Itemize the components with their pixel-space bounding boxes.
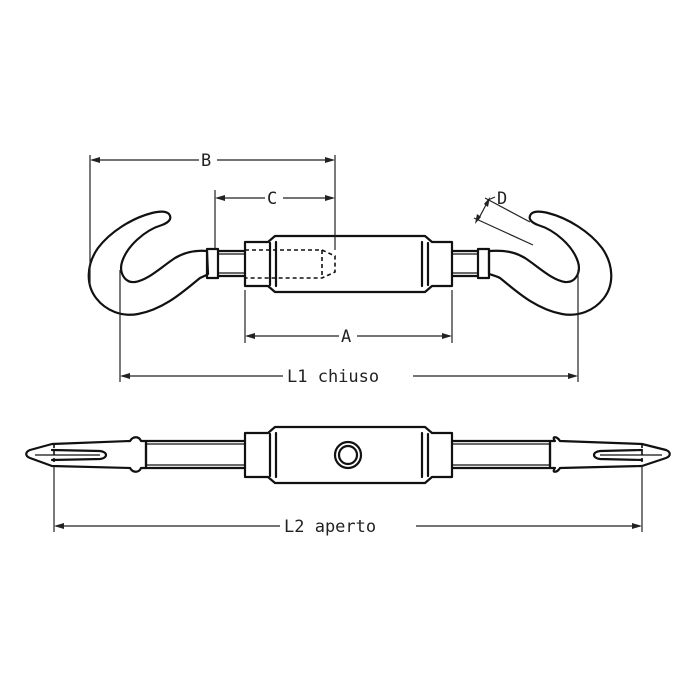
right-hook [487,210,613,316]
dimension-label-B: B [201,151,211,171]
dimension-label-A: A [341,327,351,347]
dimension-label-C: C [267,189,277,209]
right-eye-slot [592,448,644,462]
dimension-label-D: D [497,189,507,209]
dimension-C: C [214,188,335,249]
open-view: L2 aperto [25,425,671,537]
closed-view: B C D A [87,150,613,387]
center-hole-inner [337,444,359,466]
open-body [243,425,454,485]
center-hole-outer [333,440,363,470]
right-end-fitting [548,436,671,473]
dimension-label-L2: L2 aperto [284,517,376,537]
left-end-fitting [25,436,148,473]
hidden-thread [245,249,336,279]
left-hook [87,210,210,316]
dimension-L2: L2 aperto [53,466,643,537]
turnbuckle-body [243,234,454,294]
dimension-B: B [89,150,336,285]
dimension-A: A [244,290,453,347]
left-hook-collar [205,247,220,280]
dimension-label-L1: L1 chiuso [287,367,379,387]
dimension-D: D [473,189,534,246]
dimension-L1: L1 chiuso [119,270,579,387]
right-hook-collar [476,247,491,280]
left-eye-slot [50,448,108,462]
